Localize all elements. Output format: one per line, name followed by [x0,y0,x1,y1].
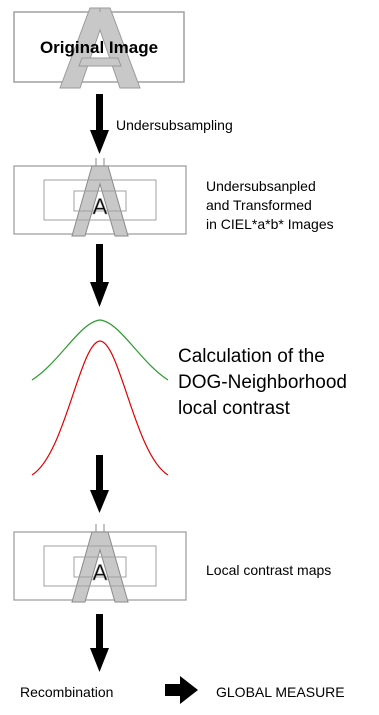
local-contrast-thumbnail: A [13,524,187,603]
recombination-label: Recombination [20,684,113,700]
svg-text:Calculation of the: Calculation of the [178,346,325,367]
thumb-glyph: A [93,560,108,585]
svg-text:and Transformed: and Transformed [206,197,312,213]
arrow-down-icon [90,244,109,307]
thumb-glyph: A [93,194,108,219]
transformed-image-thumbnail: A [13,158,187,237]
local-contrast-maps-label: Local contrast maps [206,562,331,578]
svg-text:Undersubsanpled: Undersubsanpled [206,178,316,194]
svg-text:local contrast: local contrast [178,398,291,419]
letter-a-graphic [59,7,141,89]
svg-text:in CIEL*a*b* Images: in CIEL*a*b* Images [206,216,334,232]
dog-label: Calculation of the DOG-Neighborhood loca… [178,346,347,419]
original-image-label: Original Image [40,38,158,57]
svg-text:DOG-Neighborhood: DOG-Neighborhood [178,372,347,393]
arrow-down-icon [90,455,109,513]
arrow-down-icon [90,614,109,672]
arrow-down-icon [90,94,109,154]
arrow-right-icon [165,676,198,704]
transformed-label: Undersubsanpled and Transformed in CIEL*… [206,178,334,232]
red-gaussian-curve [31,340,169,476]
global-measure-label: GLOBAL MEASURE [216,684,345,700]
dog-curves [31,319,169,476]
original-image-box: Original Image [13,7,185,89]
undersampling-label: Undersubsampling [116,117,233,133]
green-gaussian-curve [31,319,169,381]
